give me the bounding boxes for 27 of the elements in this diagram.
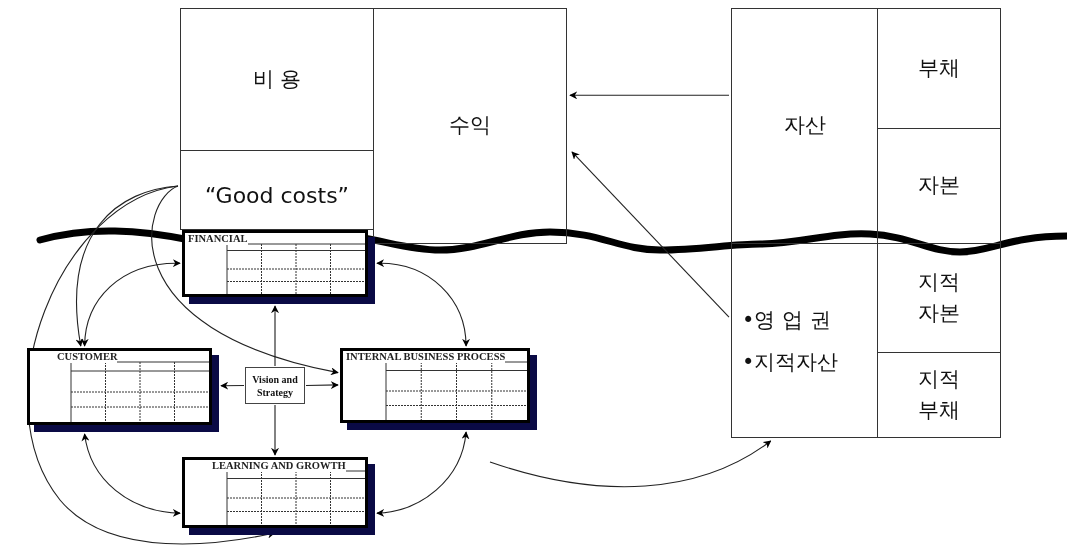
table-cell: 지적 부채: [877, 352, 1001, 438]
cell-text: •영 업 권: [742, 306, 831, 334]
arrow: [376, 431, 469, 517]
arrow: [271, 404, 279, 456]
arrow: [151, 185, 339, 375]
arrow: [220, 381, 245, 390]
arrow: [271, 305, 279, 367]
arrow: [75, 185, 179, 347]
arrow: [569, 91, 730, 100]
table-cell: 자산: [731, 8, 878, 244]
cell-text: •지적자산: [742, 348, 839, 376]
table-cell: “Good costs”: [180, 150, 374, 230]
box-title: CUSTOMER: [57, 351, 118, 363]
arrow: [489, 440, 772, 488]
arrow: [571, 151, 730, 318]
arrow: [305, 381, 339, 390]
table-cell: 비 용: [180, 8, 374, 151]
table-cell: 수익: [373, 8, 567, 244]
arrow: [376, 259, 470, 347]
box-title: LEARNING AND GROWTH: [212, 460, 346, 472]
box-title: FINANCIAL: [188, 233, 248, 245]
arrow: [81, 259, 181, 347]
arrow: [81, 433, 181, 517]
table-cell: [731, 243, 878, 438]
table-cell: 부채: [877, 8, 1001, 129]
box-title: INTERNAL BUSINESS PROCESS: [346, 351, 506, 363]
vision-box: Vision and Strategy: [245, 367, 305, 404]
